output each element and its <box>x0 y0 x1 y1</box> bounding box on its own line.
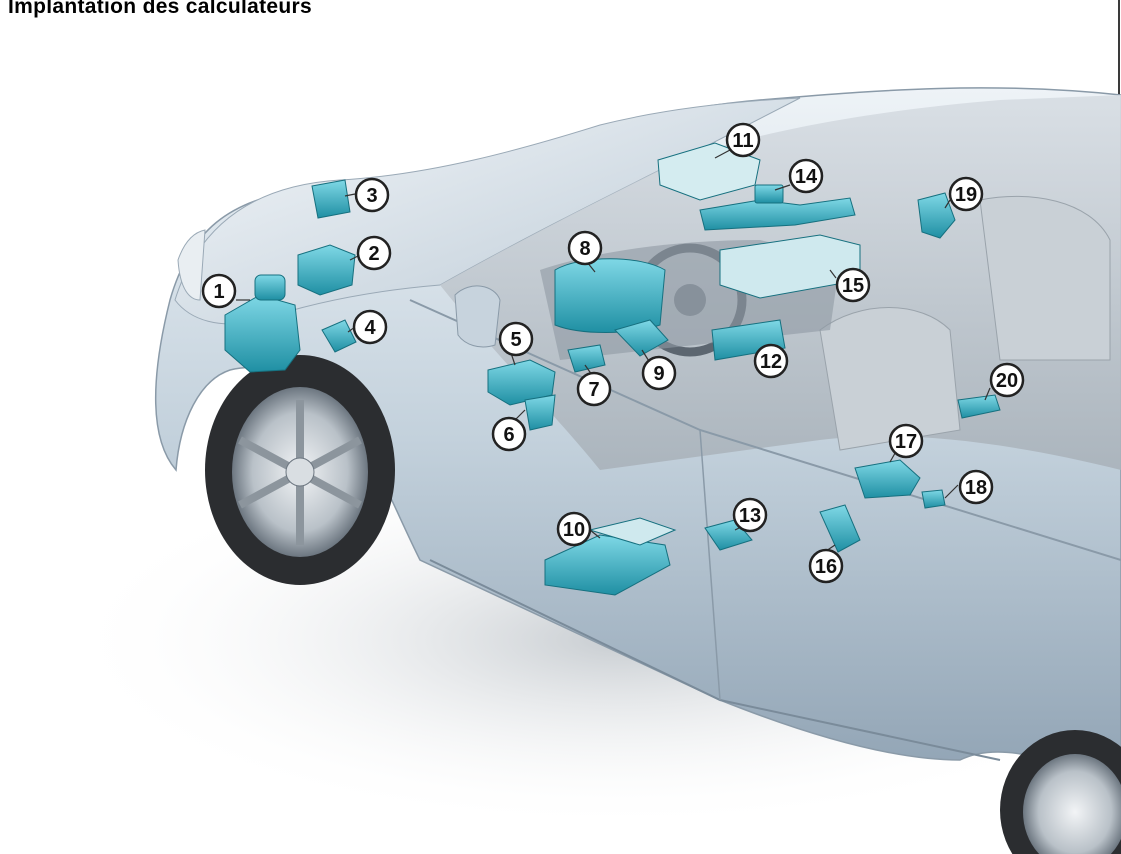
callout-20: 20 <box>989 362 1025 398</box>
callout-15: 15 <box>835 267 871 303</box>
callout-16: 16 <box>808 548 844 584</box>
callout-label-15: 15 <box>842 275 864 297</box>
callout-circle-8 <box>567 230 603 266</box>
callout-circle-6 <box>491 416 527 452</box>
callout-11: 11 <box>725 122 761 158</box>
page-title: Implantation des calculateurs <box>8 0 312 18</box>
module-7 <box>567 344 606 373</box>
module-14-box <box>754 184 784 204</box>
callout-3: 3 <box>354 177 390 213</box>
callout-5: 5 <box>498 321 534 357</box>
callout-circle-5 <box>498 321 534 357</box>
callout-12: 12 <box>753 343 789 379</box>
callout-2: 2 <box>356 235 392 271</box>
module-19 <box>917 192 956 239</box>
callout-circle-2 <box>356 235 392 271</box>
callout-circle-15 <box>835 267 871 303</box>
callout-label-9: 9 <box>653 363 664 385</box>
module-18 <box>921 489 946 509</box>
callout-8: 8 <box>567 230 603 266</box>
module-2 <box>297 244 356 296</box>
callout-circle-4 <box>352 309 388 345</box>
callout-circle-19 <box>948 176 984 212</box>
callout-label-18: 18 <box>965 477 987 499</box>
callout-circle-9 <box>641 355 677 391</box>
module-10-top <box>588 517 677 546</box>
callout-circle-18 <box>958 469 994 505</box>
callout-circle-16 <box>808 548 844 584</box>
callout-14: 14 <box>788 158 824 194</box>
callout-label-16: 16 <box>815 556 837 578</box>
ecu-modules <box>224 142 1001 596</box>
module-17 <box>854 459 921 499</box>
module-11 <box>657 142 761 201</box>
callout-circle-11 <box>725 122 761 158</box>
callout-label-10: 10 <box>563 519 585 541</box>
callout-18: 18 <box>958 469 994 505</box>
callout-circle-20 <box>989 362 1025 398</box>
callout-circle-1 <box>201 273 237 309</box>
callout-label-13: 13 <box>739 505 761 527</box>
callout-circle-13 <box>732 497 768 533</box>
callout-label-7: 7 <box>588 379 599 401</box>
module-20 <box>957 394 1001 419</box>
front-wheel <box>205 355 395 585</box>
module-3 <box>311 179 351 219</box>
callout-1: 1 <box>201 273 237 309</box>
callout-label-12: 12 <box>760 351 782 373</box>
callout-7: 7 <box>576 371 612 407</box>
module-4 <box>321 319 357 353</box>
callout-circle-7 <box>576 371 612 407</box>
callout-label-4: 4 <box>364 317 376 339</box>
callout-label-11: 11 <box>732 130 753 152</box>
callout-6: 6 <box>491 416 527 452</box>
callout-circle-10 <box>556 511 592 547</box>
callout-17: 17 <box>888 423 924 459</box>
module-9 <box>614 319 669 357</box>
rear-wheel <box>1000 730 1121 854</box>
callout-19: 19 <box>948 176 984 212</box>
callout-label-20: 20 <box>996 370 1018 392</box>
callout-circle-12 <box>753 343 789 379</box>
callout-label-8: 8 <box>579 238 590 260</box>
module-6 <box>524 394 556 431</box>
callout-circle-14 <box>788 158 824 194</box>
callout-circle-3 <box>354 177 390 213</box>
module-10 <box>544 534 671 596</box>
callout-label-6: 6 <box>503 424 514 446</box>
callout-label-1: 1 <box>213 281 224 303</box>
callout-4: 4 <box>352 309 388 345</box>
callout-9: 9 <box>641 355 677 391</box>
callout-label-3: 3 <box>366 185 377 207</box>
callout-label-14: 14 <box>795 166 818 188</box>
callout-circle-17 <box>888 423 924 459</box>
callout-label-17: 17 <box>895 431 917 453</box>
callout-10: 10 <box>556 511 592 547</box>
callout-label-5: 5 <box>510 329 521 351</box>
callout-13: 13 <box>732 497 768 533</box>
module-1-top <box>254 274 286 301</box>
callout-label-2: 2 <box>368 243 379 265</box>
callout-label-19: 19 <box>955 184 977 206</box>
module-16 <box>819 504 861 553</box>
